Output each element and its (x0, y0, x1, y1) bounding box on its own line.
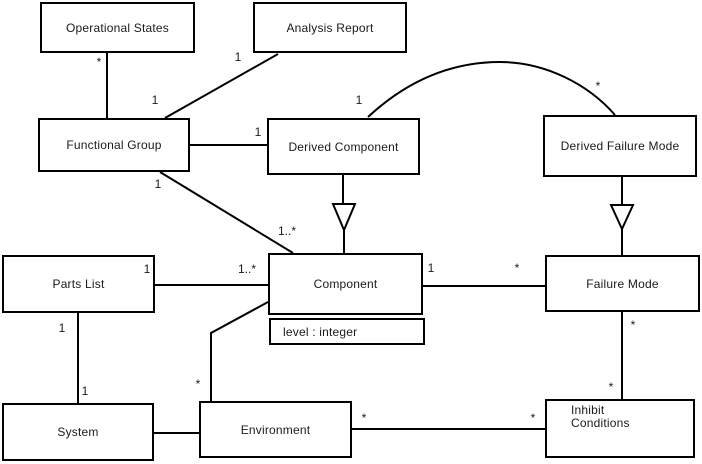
class-label: Operational States (66, 20, 169, 35)
class-box-derived-component: Derived Component (267, 118, 420, 175)
multiplicity-label: 1 (58, 321, 66, 335)
multiplicity-label: * (514, 261, 520, 275)
multiplicity-label: * (630, 318, 636, 332)
multiplicity-label: * (595, 79, 601, 93)
class-box-parts-list: Parts List (2, 255, 155, 313)
class-label: Component (313, 277, 378, 291)
multiplicity-label: * (361, 411, 367, 425)
multiplicity-label: 1 (254, 125, 262, 139)
multiplicity-label: * (195, 377, 201, 391)
class-label: Parts List (52, 277, 105, 291)
multiplicity-label: 1..* (277, 224, 297, 238)
class-box-inhibit-conditions: Inhibit Conditions (545, 399, 695, 458)
class-label: Failure Mode (586, 276, 659, 291)
class-box-system: System (2, 403, 154, 461)
multiplicity-label: 1 (234, 50, 242, 64)
connector-environment-component (210, 301, 269, 401)
class-box-component: Component (268, 253, 423, 315)
multiplicity-label: 1 (355, 93, 363, 107)
class-label: Inhibit Conditions (571, 403, 630, 430)
multiplicity-label: 1 (154, 177, 162, 191)
multiplicity-label: * (530, 411, 536, 425)
class-box-environment: Environment (199, 401, 352, 458)
class-box-derived-failure-mode: Derived Failure Mode (543, 115, 697, 177)
multiplicity-label: 1 (151, 93, 159, 107)
multiplicity-label: * (608, 380, 614, 394)
multiplicity-label: 1 (143, 262, 151, 276)
multiplicity-label: * (96, 55, 102, 69)
class-label: Analysis Report (286, 20, 374, 35)
multiplicity-label: 1 (427, 261, 435, 275)
class-box-operational-states: Operational States (40, 2, 195, 53)
class-attribute-label: level : integer (283, 324, 358, 339)
connector-derived-component-derived-failure-mode-arc (367, 60, 616, 118)
connector-functional-group-component (159, 171, 294, 254)
class-label: Derived Failure Mode (560, 139, 680, 153)
class-box-functional-group: Functional Group (38, 118, 190, 172)
generalization-arrow-derived-component (331, 203, 357, 233)
class-label: Environment (240, 422, 311, 437)
class-attribute-box-component: level : integer (269, 318, 425, 345)
class-label: System (57, 425, 99, 439)
multiplicity-label: 1 (81, 384, 89, 398)
class-box-analysis-report: Analysis Report (253, 2, 407, 53)
connector-analysis-report-functional-group (164, 53, 279, 119)
class-box-failure-mode: Failure Mode (545, 255, 700, 312)
generalization-arrow-derived-failure-mode (609, 204, 635, 232)
class-label: Functional Group (66, 138, 162, 152)
class-label: Derived Component (288, 139, 399, 154)
multiplicity-label: 1..* (237, 262, 257, 276)
